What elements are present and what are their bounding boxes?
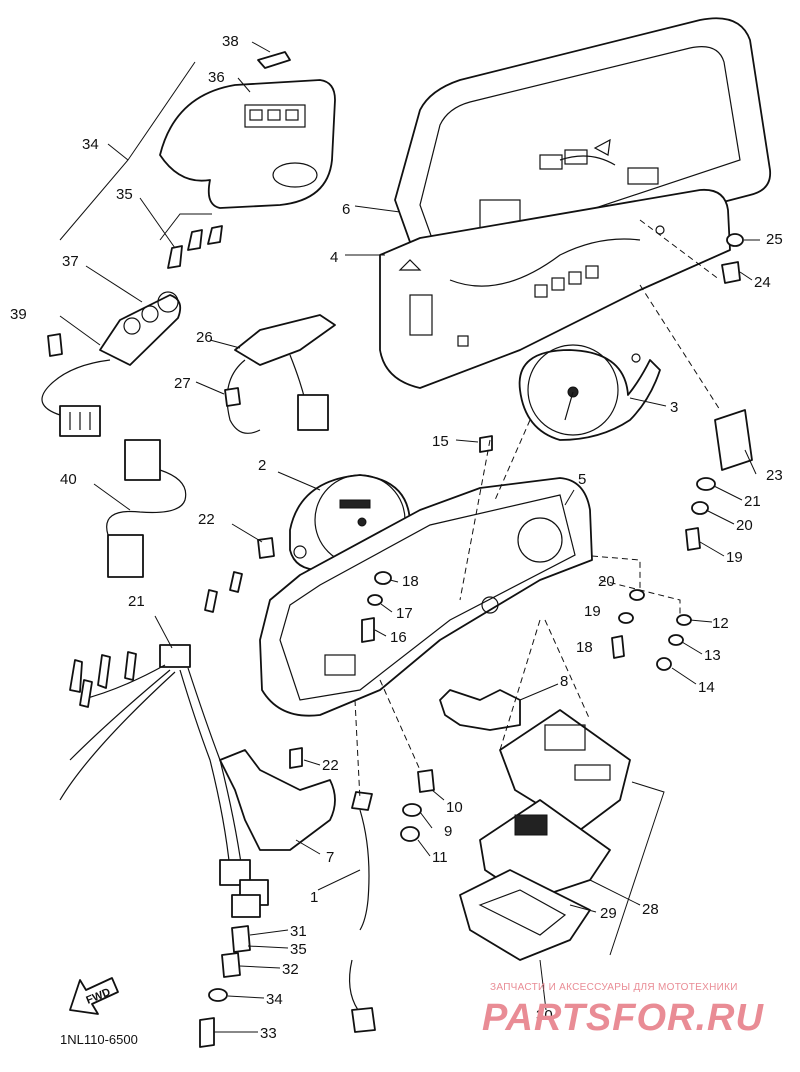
callout-21a: 21 xyxy=(744,493,761,510)
callout-18: 18 xyxy=(402,573,419,590)
callout-15: 15 xyxy=(432,433,449,450)
callout-8: 8 xyxy=(560,673,568,690)
meter-case-part-4 xyxy=(379,188,731,389)
callout-42: 38 xyxy=(222,33,239,50)
callout-21b: 20 xyxy=(598,573,615,590)
callout-20a: 20 xyxy=(736,517,753,534)
callout-31: 29 xyxy=(600,905,617,922)
callout-5: 5 xyxy=(578,471,586,488)
callout-38: 34 xyxy=(82,136,99,153)
callout-30: 28 xyxy=(642,901,659,918)
main-harness-part-23 xyxy=(59,571,269,918)
callout-11: 11 xyxy=(432,849,448,866)
meter-housing-part-5 xyxy=(259,477,593,717)
bulbs-part-39 xyxy=(167,225,223,269)
watermark: ЗАПЧАСТИ И АКСЕССУАРЫ ДЛЯ МОТОТЕХНИКИ PA… xyxy=(482,982,764,1039)
callout-20b: 19 xyxy=(584,603,601,620)
callout-9: 9 xyxy=(444,823,452,840)
callout-3: 3 xyxy=(670,399,678,416)
lens-part-42 xyxy=(257,51,291,69)
callout-27: 25 xyxy=(766,231,783,248)
callout-19b: 18 xyxy=(576,639,593,656)
callout-14: 14 xyxy=(698,679,715,696)
tachometer-part-3 xyxy=(518,344,661,441)
callout-43: 39 xyxy=(10,306,27,323)
callout-labels: 38 36 34 35 37 39 26 27 40 6 4 25 24 3 1… xyxy=(10,33,783,1042)
callout-7: 7 xyxy=(326,849,334,866)
callout-16: 16 xyxy=(390,629,407,646)
callout-39: 35 xyxy=(116,186,133,203)
callout-33: 31 xyxy=(290,923,307,940)
callout-40: 36 xyxy=(208,69,225,86)
meter-cable-part-1 xyxy=(348,791,376,1033)
indicator-housing-part-40 xyxy=(159,79,336,209)
callout-28: 26 xyxy=(196,329,213,346)
callout-25: 23 xyxy=(766,467,783,484)
callout-26: 24 xyxy=(754,274,771,291)
callout-6: 6 xyxy=(342,201,350,218)
indicator-assembly-part-30 xyxy=(459,709,631,961)
callout-12: 12 xyxy=(712,615,729,632)
callout-41: 37 xyxy=(62,253,79,270)
callout-24: 22 xyxy=(198,511,215,528)
callout-13: 13 xyxy=(704,647,721,664)
assembly-lines xyxy=(354,219,721,801)
callout-36: 34 xyxy=(266,991,283,1008)
leader-lines xyxy=(59,41,760,1033)
socket-harness-part-28 xyxy=(226,314,336,434)
watermark-tagline: ЗАПЧАСТИ И АКСЕССУАРЫ ДЛЯ МОТОТЕХНИКИ xyxy=(490,982,738,993)
callout-23: 21 xyxy=(128,593,145,610)
callout-29: 27 xyxy=(174,375,191,392)
bracket-part-7 xyxy=(219,749,336,851)
callout-44: 40 xyxy=(60,471,77,488)
callout-37: 35 xyxy=(290,941,307,958)
small-fasteners xyxy=(47,233,753,1048)
forward-arrow-icon: FWD xyxy=(69,977,119,1015)
callout-4: 4 xyxy=(330,249,338,266)
callout-19a: 19 xyxy=(726,549,743,566)
callout-10: 10 xyxy=(446,799,463,816)
callout-35: 33 xyxy=(260,1025,277,1042)
socket-harness-part-41 xyxy=(41,291,182,437)
bracket-part-8 xyxy=(439,689,521,731)
callout-32: 30 xyxy=(536,1007,553,1024)
callout-34: 32 xyxy=(282,961,299,978)
drawing-code: 1NL110-6500 xyxy=(60,1032,138,1047)
callout-17: 17 xyxy=(396,605,413,622)
callout-2: 2 xyxy=(258,457,266,474)
callout-22: 22 xyxy=(322,757,339,774)
sub-harness-part-44 xyxy=(106,439,187,578)
callout-1: 1 xyxy=(310,889,318,906)
watermark-logo: PARTSFOR.RU xyxy=(482,997,764,1039)
